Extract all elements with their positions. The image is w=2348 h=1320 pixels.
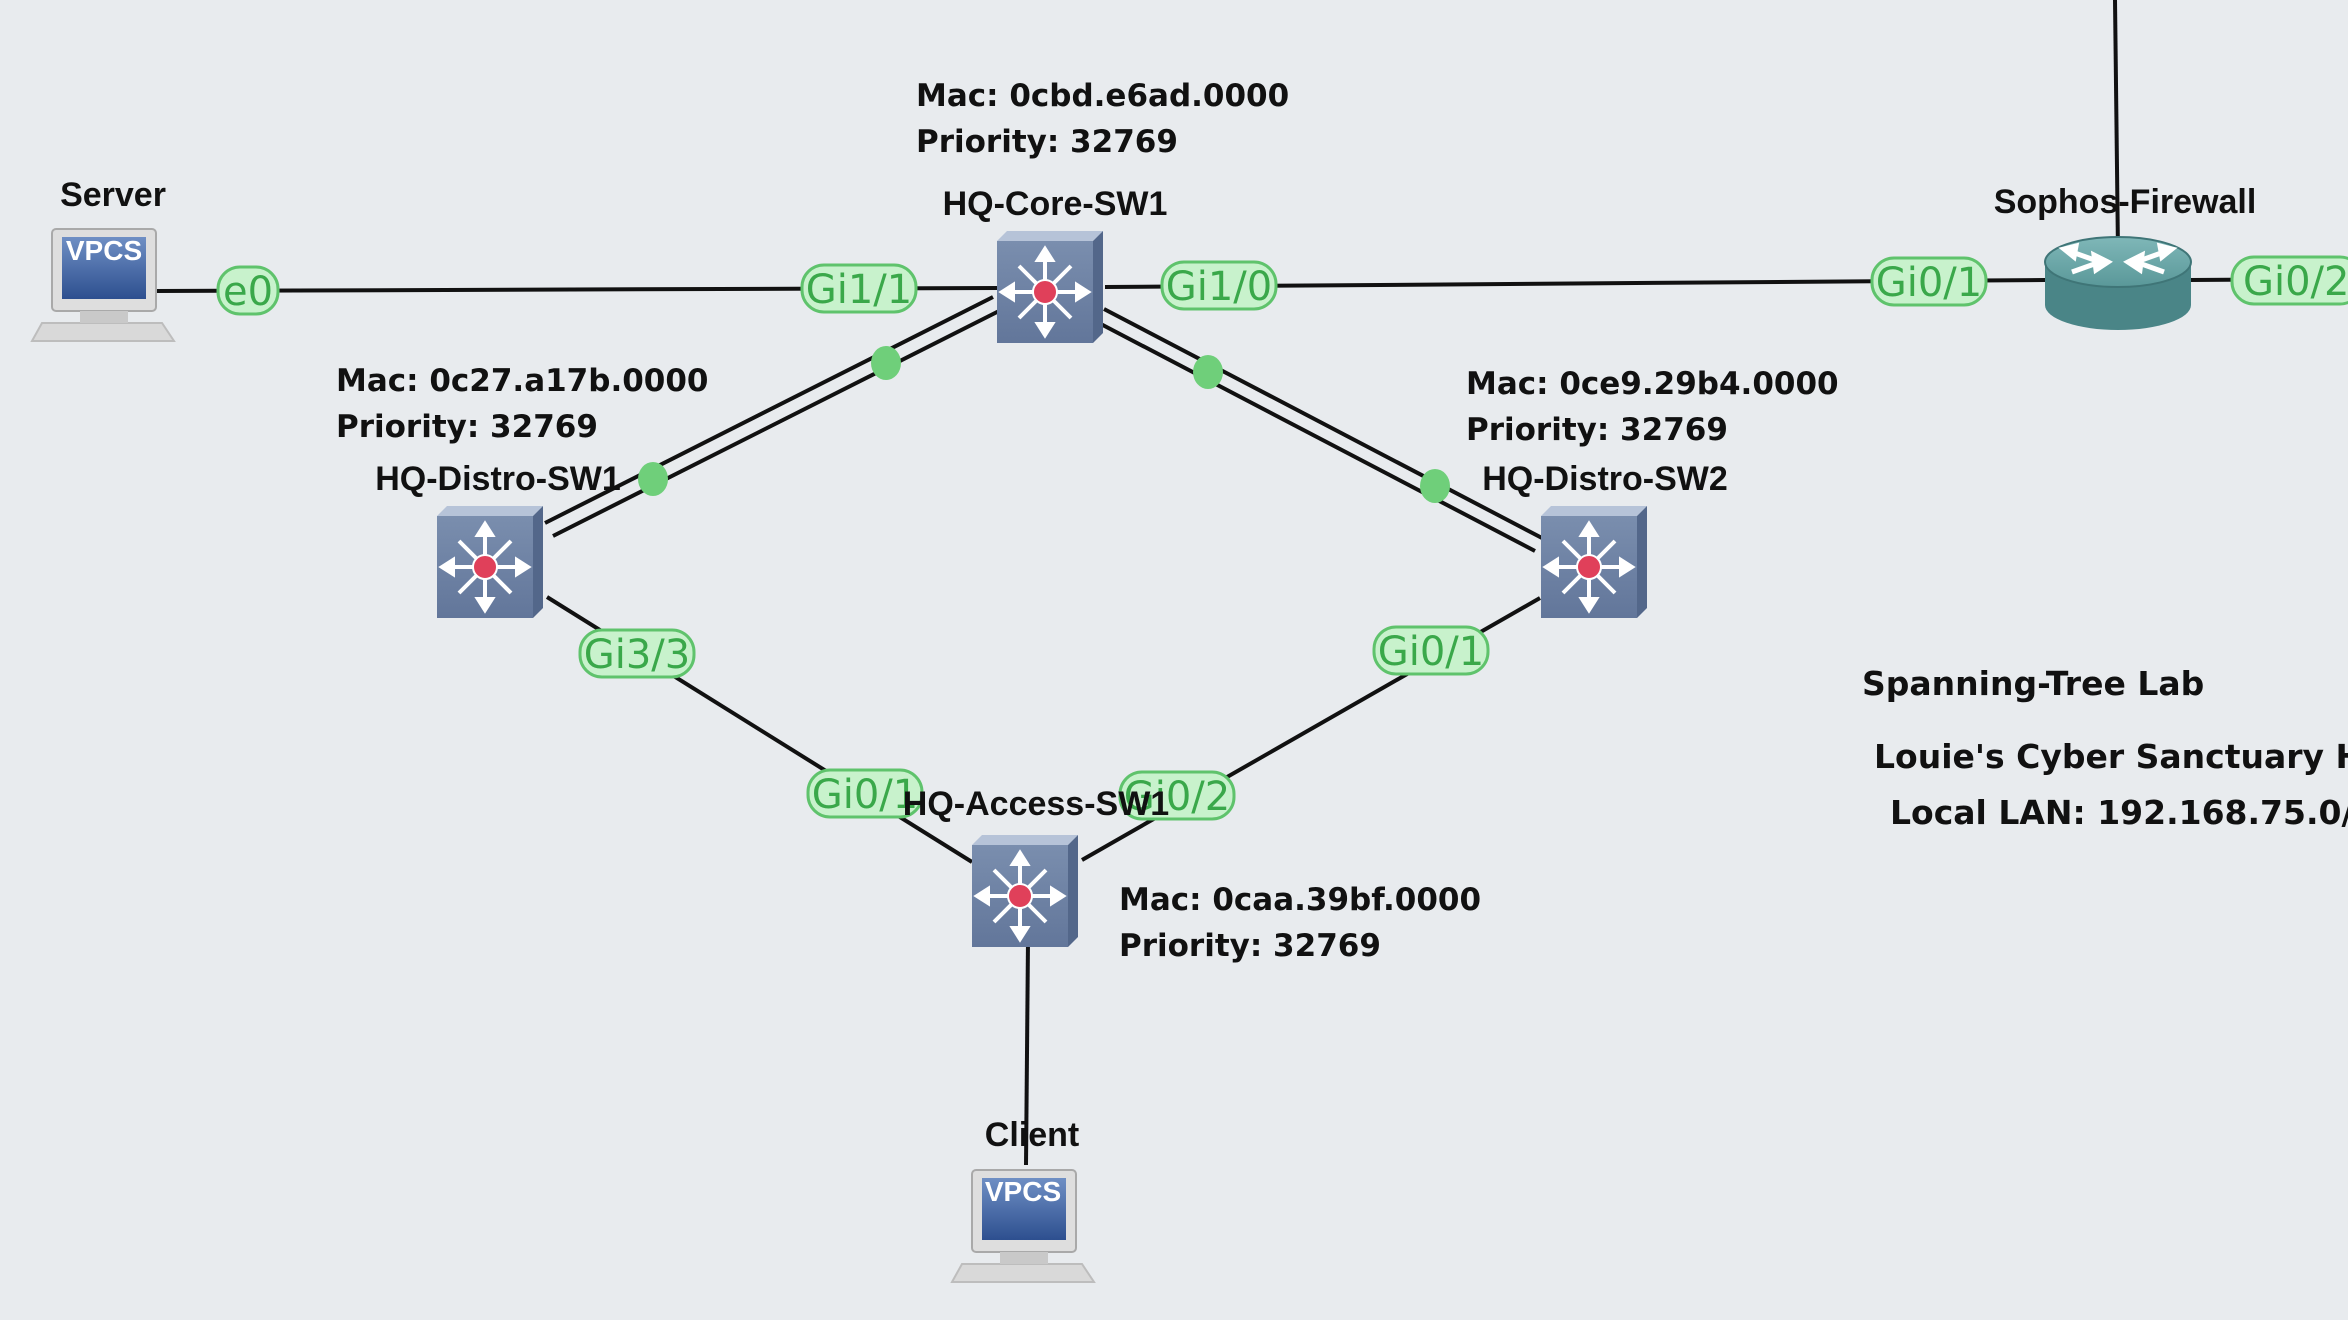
svg-text:Gi3/3: Gi3/3	[584, 632, 690, 678]
lab-notes: Spanning-Tree Lab Louie's Cyber Sanctuar…	[1862, 664, 2348, 832]
hq-distro-sw2-mac: Mac: 0ce9.29b4.0000	[1466, 366, 1839, 402]
svg-text:Gi0/2: Gi0/2	[1124, 774, 1230, 820]
hq-access-sw1-mac: Mac: 0caa.39bf.0000	[1119, 882, 1481, 918]
hq-core-sw1-label: HQ-Core-SW1	[943, 185, 1168, 223]
port-label-firewall-gi0-2[interactable]: Gi0/2	[2230, 255, 2348, 306]
hq-core-sw1-node[interactable]: HQ-Core-SW1 Mac: 0cbd.e6ad.0000 Priority…	[916, 78, 1289, 345]
server-node[interactable]: VPCS Server	[31, 176, 175, 342]
link-status-dot	[871, 346, 901, 380]
sophos-firewall-label: Sophos-Firewall	[1994, 183, 2257, 221]
hq-distro-sw1-mac: Mac: 0c27.a17b.0000	[336, 363, 709, 399]
lab-org-note: Louie's Cyber Sanctuary HQ	[1874, 737, 2348, 776]
lab-lan-note: Local LAN: 192.168.75.0/24	[1890, 793, 2348, 832]
lab-title-note: Spanning-Tree Lab	[1862, 664, 2204, 703]
link-core-distro1[interactable]	[544, 295, 1002, 538]
port-label-distro2-gi0-1[interactable]: Gi0/1	[1372, 625, 1490, 676]
svg-text:Gi0/1: Gi0/1	[1378, 629, 1484, 675]
link-status-dot	[1193, 355, 1223, 389]
server-label: Server	[60, 176, 166, 214]
port-label-firewall-gi0-1[interactable]: Gi0/1	[1870, 256, 1988, 307]
svg-text:Gi1/1: Gi1/1	[806, 267, 912, 313]
client-icon-text: VPCS	[985, 1176, 1061, 1207]
hq-distro-sw2-label: HQ-Distro-SW2	[1482, 460, 1728, 498]
hq-distro-sw2-node[interactable]: HQ-Distro-SW2 Mac: 0ce9.29b4.0000 Priori…	[1466, 366, 1839, 620]
hq-distro-sw2-priority: Priority: 32769	[1466, 412, 1728, 448]
hq-distro-sw1-priority: Priority: 32769	[336, 409, 598, 445]
client-label: Client	[985, 1116, 1079, 1154]
hq-distro-sw1-node[interactable]: HQ-Distro-SW1 Mac: 0c27.a17b.0000 Priori…	[336, 363, 709, 620]
port-label-distro1-gi3-3[interactable]: Gi3/3	[578, 628, 696, 679]
link-status-dot	[1420, 469, 1450, 503]
svg-text:Gi0/1: Gi0/1	[1876, 260, 1982, 306]
hq-access-sw1-node[interactable]: Mac: 0caa.39bf.0000 Priority: 32769	[970, 833, 1481, 964]
hq-distro-sw1-label: HQ-Distro-SW1	[375, 460, 621, 498]
multilayer-switch-icon	[995, 229, 1105, 345]
router-icon	[2044, 236, 2192, 330]
hq-access-sw1-priority: Priority: 32769	[1119, 928, 1381, 964]
sophos-firewall-node[interactable]: Sophos-Firewall	[1994, 183, 2257, 330]
port-label-access-gi0-2[interactable]: Gi0/2	[1118, 770, 1236, 821]
server-icon-text: VPCS	[66, 235, 142, 266]
multilayer-switch-icon	[435, 504, 545, 620]
svg-text:Gi0/1: Gi0/1	[812, 772, 918, 818]
svg-text:e0: e0	[223, 269, 273, 315]
link-status-dot	[638, 462, 668, 496]
port-label-core-gi1-0[interactable]: Gi1/0	[1160, 260, 1278, 311]
hq-access-sw1-label: HQ-Access-SW1	[903, 785, 1169, 823]
link-firewall-uplink[interactable]	[2113, 0, 2120, 253]
port-label-core-gi1-1[interactable]: Gi1/1	[800, 263, 918, 314]
svg-text:Gi1/0: Gi1/0	[1166, 264, 1272, 310]
hq-core-sw1-mac: Mac: 0cbd.e6ad.0000	[916, 78, 1289, 114]
hq-core-sw1-priority: Priority: 32769	[916, 124, 1178, 160]
svg-text:Gi0/2: Gi0/2	[2243, 259, 2348, 305]
port-label-server-e0[interactable]: e0	[216, 265, 280, 316]
client-node[interactable]: VPCS Client	[951, 1116, 1095, 1283]
port-label-access-gi0-1[interactable]: Gi0/1	[806, 768, 924, 819]
multilayer-switch-icon	[970, 833, 1080, 949]
multilayer-switch-icon	[1539, 504, 1649, 620]
link-core-distro2[interactable]	[1096, 307, 1543, 553]
link-access-client[interactable]	[1024, 939, 1030, 1166]
link-status-dots	[638, 346, 1450, 503]
